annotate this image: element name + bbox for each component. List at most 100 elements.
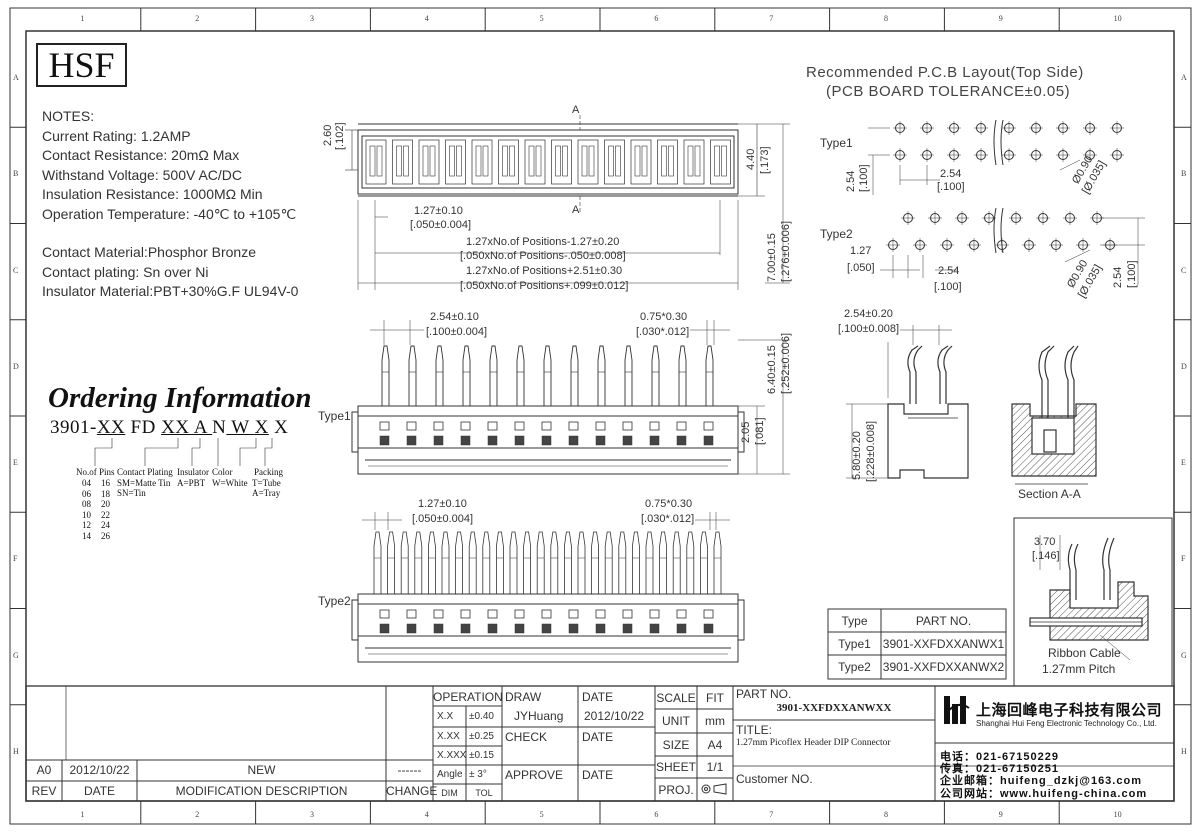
side-view-type1-drawing <box>351 320 790 475</box>
section-aa-drawing <box>1011 345 1097 485</box>
operation-label: OPERATION <box>433 690 503 704</box>
window <box>487 421 498 431</box>
window-filled <box>406 435 417 446</box>
window <box>595 421 606 431</box>
tol-key: Angle <box>437 769 463 780</box>
contact-cell <box>471 139 493 185</box>
tol-key: X.XXX <box>437 750 467 761</box>
top-overall-h-in: [.276±0.006] <box>780 220 792 282</box>
contact-cell <box>657 139 678 185</box>
window-filled <box>433 435 444 446</box>
zone-col-label: 8 <box>884 810 888 819</box>
contact-slot <box>509 145 515 177</box>
company-email: 企业邮箱：huifeng_dzkj@163.com <box>940 775 1142 787</box>
pin <box>373 531 382 594</box>
window-filled <box>541 435 552 446</box>
date-label: DATE <box>582 690 614 704</box>
t1-h1: 6.40±0.15 <box>766 345 778 394</box>
pin <box>604 531 613 594</box>
company-web: 公司网站：www.huifeng-china.com <box>940 788 1148 800</box>
note-line: Current Rating: 1.2AMP <box>42 127 191 144</box>
section-mark-bottom: A <box>572 204 580 216</box>
rev-desc-value: NEW <box>247 763 276 777</box>
window <box>406 421 417 431</box>
zone-col-label: 4 <box>424 810 429 819</box>
top-h-left: 2.60 <box>322 124 334 146</box>
contact-slot <box>369 145 376 177</box>
window-filled <box>514 623 525 634</box>
contact-cell <box>498 139 519 185</box>
window <box>433 421 444 431</box>
zone-row-label: A <box>1181 73 1187 83</box>
code-part: FD <box>125 417 162 438</box>
zone-col-label: 7 <box>769 14 774 23</box>
contact-cell <box>392 139 413 185</box>
window-filled <box>595 623 606 634</box>
contact-slot <box>714 145 720 177</box>
window <box>676 421 687 431</box>
contact-slot <box>555 145 561 177</box>
contact-cell <box>630 139 652 185</box>
t1-vpitch: 2.54 <box>845 170 857 192</box>
window <box>514 421 525 431</box>
code-part: X <box>254 417 269 438</box>
company-fax: 传真：021-67150251 <box>940 763 1059 775</box>
zone-col-label: 6 <box>654 810 659 819</box>
part-table-header-type: Type <box>841 614 868 628</box>
contact-cell <box>551 139 572 185</box>
pin <box>381 345 390 406</box>
contact-cell <box>418 139 440 185</box>
t2-pitch: 1.27±0.10 <box>418 498 467 510</box>
tol-label: TOL <box>475 788 493 798</box>
window-filled <box>379 435 390 446</box>
pin <box>550 531 559 594</box>
color-info: Color W=White <box>212 467 248 488</box>
contact-slot <box>634 145 641 177</box>
zone-col-label: 6 <box>654 14 659 23</box>
pin <box>624 345 633 406</box>
plating-info: Contact Plating SM=Matte Tin SN=Tin <box>117 467 173 498</box>
top-dim2: 1.27xNo.of Positions+2.51±0.30 <box>466 265 623 277</box>
window <box>379 421 390 431</box>
zone-col-label: 4 <box>424 14 429 23</box>
t1-pitch-in: [.100±0.004] <box>426 326 488 338</box>
tol-value: ±0.25 <box>469 731 494 742</box>
top-h-right-in: [.173] <box>759 146 771 174</box>
zone-ticks <box>10 8 1191 824</box>
code-part: XX <box>96 417 126 438</box>
contact-cell <box>710 139 731 185</box>
rev-value: A0 <box>36 763 52 777</box>
rev-header: REV <box>31 784 57 798</box>
pin <box>428 531 436 594</box>
window <box>649 609 660 619</box>
contact-cell <box>524 139 546 185</box>
zone-row-label: B <box>13 169 19 179</box>
top-h-left-in: [.102] <box>334 122 346 150</box>
window <box>460 609 471 619</box>
window-filled <box>460 623 471 634</box>
window <box>568 609 579 619</box>
pin <box>455 531 463 594</box>
t1-hpitch-in: [.100] <box>937 181 965 193</box>
pin <box>400 531 409 594</box>
company-name-en: Shanghai Hui Feng Electronic Technology … <box>976 719 1157 728</box>
pin <box>659 531 667 594</box>
zone-col-label: 5 <box>539 14 544 23</box>
top-dim1: 1.27xNo.of Positions-1.27±0.20 <box>466 236 620 248</box>
zone-col-label: 7 <box>769 810 774 819</box>
window-filled <box>460 435 471 446</box>
pin <box>462 345 471 406</box>
window <box>433 609 444 619</box>
top-dim1-in: [.050xNo.of Positions-.050±0.008] <box>460 250 626 262</box>
part-table-cell: 3901-XXFDXXANWX1 <box>882 637 1005 651</box>
window-filled <box>406 623 417 634</box>
material-line: Insulator Material:PBT+30%G.F UL94V-0 <box>42 283 299 299</box>
company-logo-icon <box>940 693 974 728</box>
tol-key: X.XX <box>437 731 460 742</box>
zone-row-label: F <box>1181 554 1186 564</box>
code-part: A <box>189 417 213 438</box>
pin <box>482 531 491 594</box>
pin <box>468 531 477 594</box>
hsf-logo: HSF <box>48 45 115 85</box>
